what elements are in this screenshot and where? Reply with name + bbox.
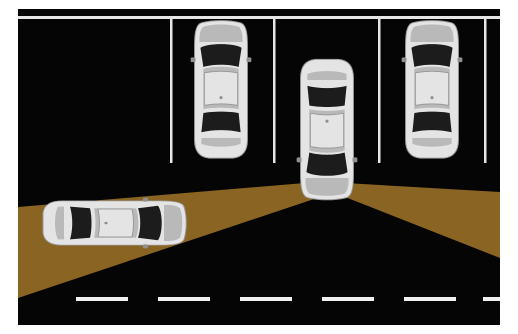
parking-divider-1	[170, 17, 173, 163]
reversing-car	[297, 59, 358, 199]
approaching-car	[43, 198, 186, 249]
parking-back-line	[18, 16, 500, 19]
parked-car-right	[402, 21, 463, 159]
lane-dash	[404, 297, 456, 301]
lane-dash	[158, 297, 210, 301]
parking-divider-3	[378, 17, 381, 163]
lane-dash	[483, 297, 500, 301]
parking-divider-2	[273, 17, 276, 163]
parked-car-left	[191, 21, 252, 159]
parking-divider-4	[484, 17, 487, 163]
lane-dash	[76, 297, 128, 301]
lane-dash	[240, 297, 292, 301]
lane-dash	[322, 297, 374, 301]
